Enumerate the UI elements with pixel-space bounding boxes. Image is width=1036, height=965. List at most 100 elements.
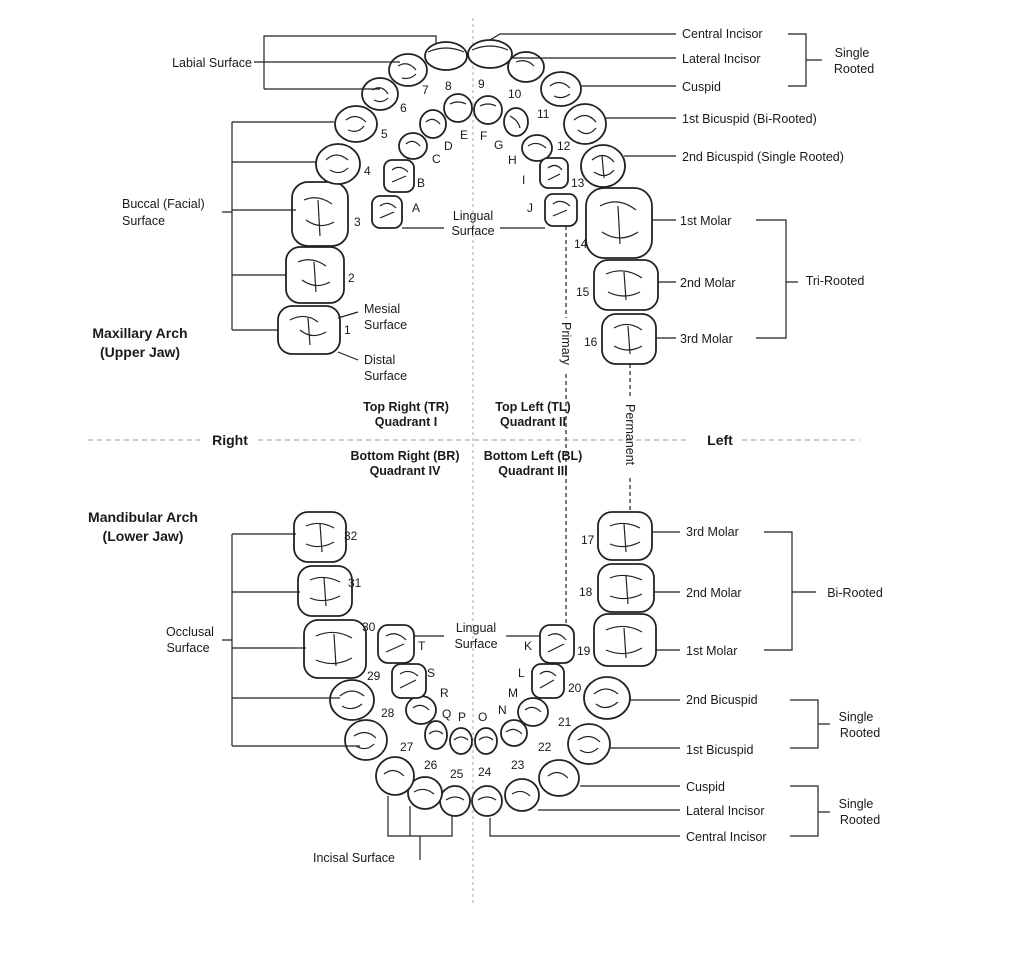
tooth-number: 24 [478,765,492,779]
lower-second-bicuspid-label: 2nd Bicuspid [686,693,758,707]
tooth-D [419,109,447,139]
lower-lateral-incisor-label: Lateral Incisor [686,804,765,818]
tooth-number: 18 [579,585,593,599]
tooth-F [473,95,503,125]
tooth-1 [277,305,341,355]
tooth-I [539,157,569,189]
tooth-28 [344,719,388,761]
occlusal-surface-label: Surface [166,641,209,655]
tooth-number: 11 [537,107,550,121]
tooth-number: 14 [574,237,588,251]
tooth-number: 10 [508,87,522,101]
tooth-number: 9 [478,77,485,91]
distal-surface-label: Distal [364,353,395,367]
tooth-number: 13 [571,176,585,190]
tooth-number: 15 [576,285,590,299]
tooth-L [531,663,565,699]
occlusal-surface-label: Occlusal [166,625,214,639]
tooth-19 [593,613,657,667]
primary-letter: F [480,129,487,143]
tooth-number: 23 [511,758,525,772]
primary-label: Primary [559,322,573,366]
quadrant-bl-name: Bottom Left (BL) [484,449,583,463]
upper-tri-rooted-label: Tri-Rooted [806,274,865,288]
distal-surface-label: Surface [364,369,407,383]
tooth-number: 32 [344,529,358,543]
lingual-surface-upper-label: Lingual [453,209,493,223]
upper-permanent-teeth [277,39,659,365]
tooth-number: 26 [424,758,438,772]
incisal-surface-label: Incisal Surface [313,851,395,865]
tooth-number: 5 [381,127,388,141]
tooth-5 [334,105,378,143]
lower-first-bicuspid-label: 1st Bicuspid [686,743,753,757]
tooth-number: 7 [422,83,429,97]
tooth-7 [388,53,428,87]
tooth-J [544,193,578,227]
tooth-4 [315,143,361,185]
upper-second-molar-label: 2nd Molar [680,276,736,290]
tooth-number: 17 [581,533,595,547]
lingual-surface-upper-label: Surface [451,224,494,238]
tooth-number: 6 [400,101,407,115]
lower-single-rooted-label: Single [839,797,874,811]
primary-letter: A [412,201,420,215]
primary-letter: N [498,703,507,717]
tooth-number: 20 [568,681,582,695]
tooth-O [474,727,498,755]
primary-letter: S [427,666,435,680]
lingual-surface-lower-label: Surface [454,637,497,651]
tooth-H [521,134,553,162]
upper-lateral-incisor-label: Lateral Incisor [682,52,761,66]
tooth-number: 25 [450,767,464,781]
tooth-23 [504,778,540,812]
upper-primary-teeth [371,93,578,229]
lower-permanent-teeth [293,511,657,817]
tooth-number-labels: 1 2 3 4 5 6 7 8 9 10 11 12 13 14 15 16 1… [344,77,598,781]
tooth-number: 1 [344,323,351,337]
tooth-21 [567,723,611,765]
lower-single-rooted-label: Single [839,710,874,724]
upper-first-molar-label: 1st Molar [680,214,731,228]
quadrant-tl-number: Quadrant II [500,415,566,429]
tooth-number: 22 [538,740,552,754]
lower-arch-subtitle: (Lower Jaw) [103,528,184,544]
buccal-surface-label: Buccal (Facial) [122,197,205,211]
primary-letter: B [417,176,425,190]
quadrant-bl-number: Quadrant III [498,464,567,478]
primary-letter: T [418,639,426,653]
primary-letter: I [522,173,525,187]
leader-lines [222,33,830,860]
tooth-10 [507,51,545,83]
primary-letter: G [494,138,503,152]
tooth-number: 16 [584,335,598,349]
tooth-number: 30 [362,620,376,634]
tooth-number: 8 [445,79,452,93]
mesial-surface-label: Mesial [364,302,400,316]
primary-letter-labels: A B C D E F G H I J K L M N O P Q R S T [412,128,533,724]
upper-arch-title: Maxillary Arch [92,325,187,341]
tooth-Q [424,720,448,750]
lower-bi-rooted-label: Bi-Rooted [827,586,883,600]
upper-single-rooted-label: Single [835,46,870,60]
quadrant-tl-name: Top Left (TL) [495,400,570,414]
tooth-number: 28 [381,706,395,720]
primary-letter: L [518,666,525,680]
lower-second-molar-label: 2nd Molar [686,586,742,600]
right-side-label: Right [212,432,248,448]
primary-letter: M [508,686,518,700]
upper-arch-subtitle: (Upper Jaw) [100,344,180,360]
tooth-G [503,107,529,137]
buccal-surface-label: Surface [122,214,165,228]
upper-third-molar-label: 3rd Molar [680,332,733,346]
tooth-K [539,624,575,664]
primary-letter: C [432,152,441,166]
lower-first-molar-label: 1st Molar [686,644,737,658]
primary-letter: J [527,201,533,215]
tooth-27 [375,756,415,796]
tooth-P [449,727,473,755]
permanent-label: Permanent [623,404,637,466]
tooth-T [377,624,415,664]
quadrant-tr-number: Quadrant I [375,415,438,429]
